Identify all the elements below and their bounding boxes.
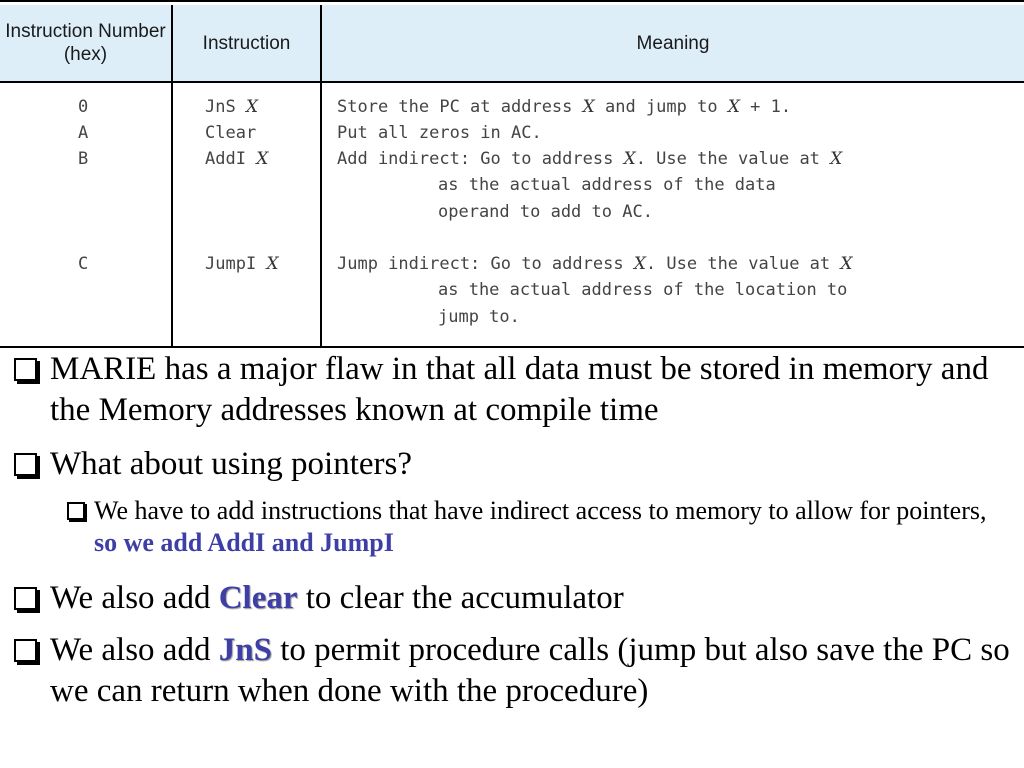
meaning-continuation: as the actual address of the data bbox=[438, 175, 776, 196]
meaning-var: X bbox=[582, 97, 595, 117]
meaning-var: X bbox=[830, 149, 843, 169]
checkbox-bullet-icon bbox=[14, 453, 37, 476]
checkbox-bullet-icon bbox=[67, 502, 85, 520]
column-divider bbox=[171, 5, 173, 348]
opcode: JnS bbox=[205, 97, 236, 117]
row-3-meaning: Jump indirect: Go to address X. Use the … bbox=[337, 251, 853, 330]
bullet-text: We also add Clear to clear the accumulat… bbox=[50, 578, 1024, 619]
row-1-meaning: Put all zeros in AC. bbox=[337, 120, 542, 146]
meaning-var: X bbox=[840, 254, 853, 274]
opcode: AddI bbox=[205, 149, 246, 169]
meaning-text: and jump to bbox=[594, 97, 728, 117]
meaning-continuation: jump to. bbox=[438, 306, 520, 327]
checkbox-bullet-icon bbox=[14, 358, 37, 381]
row-0-number: 0 bbox=[78, 97, 89, 117]
bullet-plain: We also add bbox=[50, 632, 219, 668]
opcode: Clear bbox=[205, 123, 257, 143]
meaning-text: Store the PC at address bbox=[337, 97, 583, 117]
table-header-row bbox=[0, 5, 1024, 83]
row-0-meaning: Store the PC at address X and jump to X … bbox=[337, 94, 791, 120]
meaning-text: . Use the value at bbox=[645, 254, 841, 274]
meaning-text: Jump indirect: Go to address bbox=[337, 254, 634, 274]
operand: X bbox=[245, 97, 259, 117]
meaning-var: X bbox=[727, 97, 740, 117]
bullet-plain: to permit procedure calls (jump but also… bbox=[50, 632, 1010, 709]
column-divider bbox=[320, 5, 322, 348]
row-0-instruction: JnS X bbox=[205, 94, 258, 120]
bullet-plain: to clear the accumulator bbox=[297, 580, 624, 616]
row-1-number: A bbox=[78, 123, 89, 143]
row-3-instruction: JumpI X bbox=[205, 251, 279, 277]
bullet-text: We also add JnS to permit procedure call… bbox=[50, 630, 1024, 712]
operand: X bbox=[256, 149, 269, 169]
bullet-highlight-jns: JnS bbox=[218, 632, 272, 668]
meaning-var: X bbox=[633, 254, 646, 274]
meaning-var: X bbox=[623, 149, 636, 169]
instruction-table: Instruction Number (hex) Instruction Mea… bbox=[0, 0, 1024, 348]
opcode: JumpI bbox=[205, 254, 257, 274]
bullet-text: What about using pointers? bbox=[50, 446, 413, 482]
meaning-continuation: operand to add to AC. bbox=[438, 201, 653, 222]
header-meaning: Meaning bbox=[636, 32, 710, 54]
row-2-instruction: AddI X bbox=[205, 146, 268, 172]
header-instruction-number: Instruction Number (hex) bbox=[5, 21, 166, 65]
row-2-number: B bbox=[78, 149, 89, 169]
meaning-continuation: as the actual address of the location to bbox=[438, 280, 848, 301]
meaning-text: Put all zeros in AC. bbox=[337, 123, 542, 143]
meaning-text: . Use the value at bbox=[635, 149, 831, 169]
operand: X bbox=[266, 254, 279, 274]
meaning-text: Add indirect: Go to address bbox=[337, 149, 624, 169]
bullet-text: MARIE has a major flaw in that all data … bbox=[50, 351, 989, 428]
sub-bullet-highlight: so we add AddI and JumpI bbox=[94, 528, 394, 557]
header-instruction: Instruction bbox=[202, 32, 291, 54]
row-2-meaning: Add indirect: Go to address X. Use the v… bbox=[337, 146, 842, 225]
checkbox-bullet-icon bbox=[14, 587, 37, 610]
bullet-highlight-clear: Clear bbox=[218, 580, 298, 616]
row-3-number: C bbox=[78, 254, 89, 274]
row-1-instruction: Clear bbox=[205, 120, 256, 146]
bullet-plain: We also add bbox=[50, 580, 219, 616]
meaning-text: + 1. bbox=[739, 97, 792, 117]
sub-bullet-plain: We have to add instructions that have in… bbox=[94, 496, 987, 525]
sub-bullet-text: We have to add instructions that have in… bbox=[94, 495, 1014, 559]
checkbox-bullet-icon bbox=[14, 639, 37, 662]
